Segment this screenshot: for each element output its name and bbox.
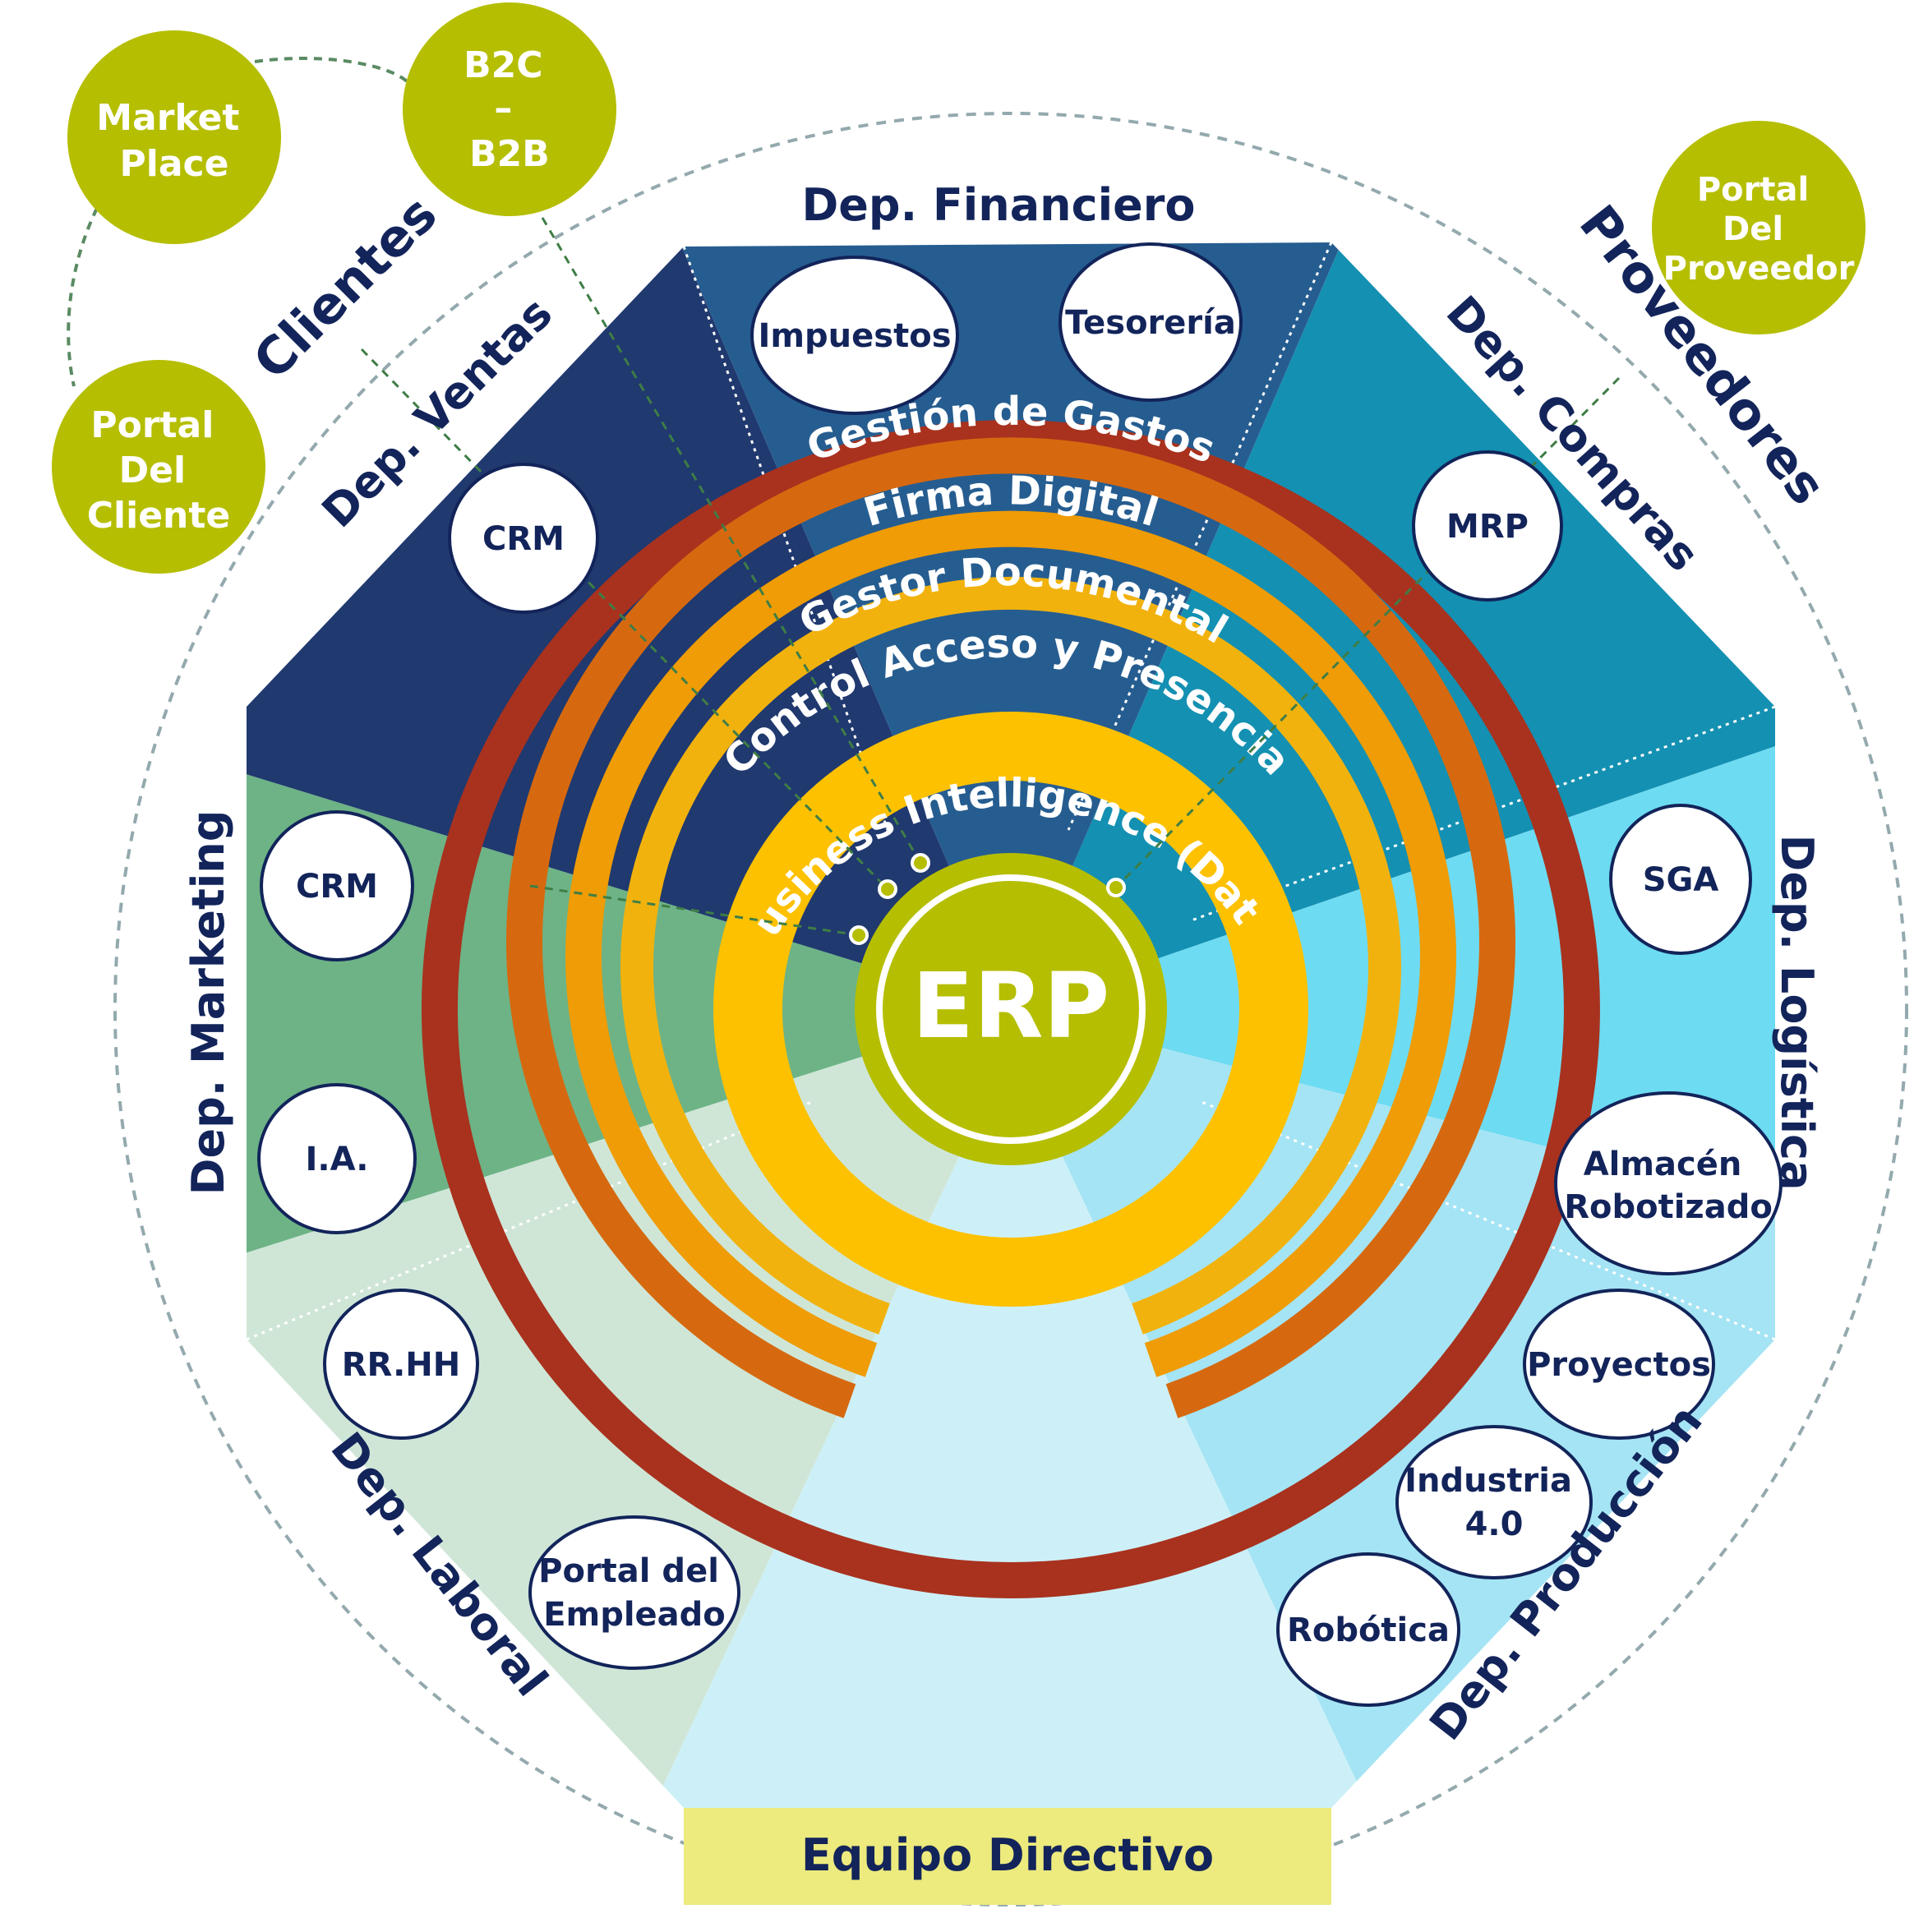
external-marketplace: [67, 30, 281, 244]
module-crm-ventas: [448, 463, 599, 614]
ring-firma-digital: [506, 437, 1515, 1418]
external-label-b2c-b2b: B2C – B2B: [464, 44, 556, 175]
module-rrhh: [323, 1289, 479, 1440]
external-label-marketplace: Market Place: [96, 97, 251, 185]
module-label-mrp: MRP: [1446, 508, 1529, 546]
connector-node-1: [849, 925, 869, 945]
erp-outer-circle: [855, 853, 1167, 1165]
module-impuestos: [750, 256, 959, 415]
connector-node-3: [911, 853, 930, 873]
ring-control-acceso: [620, 576, 1401, 1335]
connector-b2c-b2b: [541, 217, 922, 864]
module-label-industria: Industria 4.0: [1404, 1462, 1584, 1543]
module-label-proyectos: Proyectos: [1527, 1346, 1711, 1384]
module-portal-empleado: [528, 1515, 740, 1670]
sector-financiero: [575, 242, 1446, 1009]
dept-label-financiero: Dep. Financiero: [801, 179, 1195, 231]
external-b2c-b2b: [403, 2, 616, 216]
module-sga: [1609, 804, 1752, 955]
sector-directivo: [575, 1009, 1446, 1808]
group-label-clientes: Clientes: [242, 184, 449, 391]
module-proyectos: [1523, 1289, 1715, 1440]
module-label-robotica: Robótica: [1287, 1612, 1450, 1649]
module-crm-marketing: [260, 810, 414, 961]
ring-gestion-gastos: [421, 420, 1600, 1598]
footer-banner: [684, 1808, 1331, 1905]
erp-label: ERP: [912, 953, 1109, 1058]
erp-inner-ring: [876, 874, 1146, 1144]
external-portal-cliente: [52, 360, 265, 574]
module-tesoreria: [1058, 242, 1243, 402]
module-almacen: [1554, 1091, 1783, 1275]
module-label-impuestos: Impuestos: [758, 317, 951, 355]
module-label-crm-marketing: CRM: [296, 868, 378, 906]
ring-business-intelligence: [713, 712, 1308, 1307]
module-label-ia: I.A.: [306, 1141, 369, 1178]
outer-boundary-circle: [113, 112, 1908, 1907]
module-label-tesoreria: Tesorería: [1065, 304, 1236, 342]
module-label-portal-empleado: Portal del Empleado: [538, 1552, 731, 1634]
module-robotica: [1276, 1552, 1460, 1707]
footer-label: Equipo Directivo: [801, 1829, 1214, 1881]
connector-proveedores: [1114, 376, 1621, 889]
connector-clientes: [360, 348, 889, 891]
external-portal-proveedor: [1652, 121, 1866, 334]
module-label-almacen: Almacén Robotizado: [1564, 1146, 1773, 1226]
dept-label-marketing: Dep. Marketing: [182, 810, 234, 1196]
connector-portal-cliente: [529, 884, 860, 937]
connector-node-4: [1106, 878, 1126, 897]
external-label-portal-proveedor: Portal Del Proveedor: [1663, 171, 1855, 288]
module-industria: [1395, 1425, 1593, 1579]
module-ia: [257, 1083, 417, 1234]
dept-label-logistica: Dep. Logística: [1771, 834, 1823, 1190]
module-mrp: [1412, 450, 1563, 602]
module-label-sga: SGA: [1643, 861, 1719, 899]
module-label-rrhh: RR.HH: [342, 1346, 461, 1384]
ring-gestor-documental: [565, 510, 1456, 1377]
sector-marketing: [247, 699, 1011, 1331]
external-label-portal-cliente: Portal Del Cliente: [87, 404, 231, 537]
connector-node-2: [878, 879, 897, 899]
module-label-crm-ventas: CRM: [482, 520, 565, 558]
